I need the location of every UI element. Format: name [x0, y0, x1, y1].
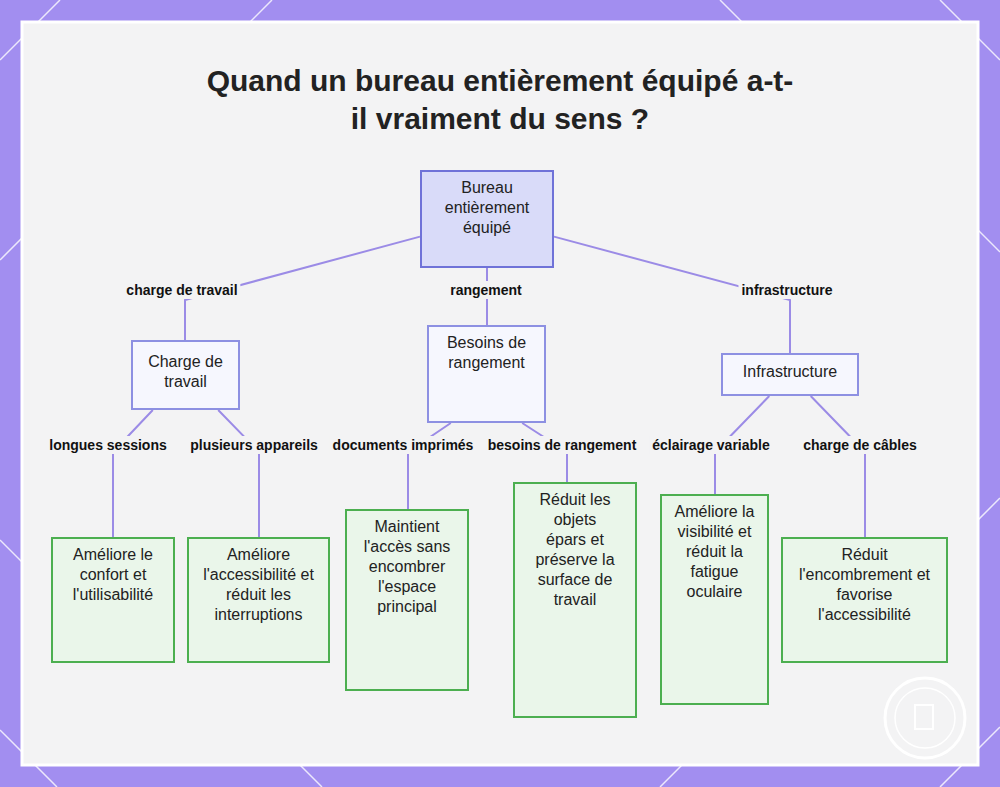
- diagram-title: Quand un bureau entièrement équipé a-t-i…: [200, 62, 800, 138]
- connector-line: [113, 410, 153, 537]
- node-text: Améliore le confort et l'utilisabilité: [59, 545, 167, 605]
- category-box: Infrastructure: [721, 353, 859, 396]
- benefit-box: Améliore la visibilité et réduit la fati…: [660, 494, 769, 705]
- edge-label: plusieurs appareils: [187, 436, 321, 454]
- edge-label: éclairage variable: [649, 436, 773, 454]
- node-text: Infrastructure: [743, 362, 837, 382]
- connector-line: [218, 410, 259, 537]
- node-text: Bureau entièrement équipé: [432, 178, 542, 238]
- connector-line: [811, 396, 865, 537]
- benefit-box: Améliore le confort et l'utilisabilité: [51, 537, 175, 663]
- edge-label: charge de travail: [123, 281, 240, 299]
- benefit-box: Réduit les objets épars et préserve la s…: [513, 482, 637, 718]
- edge-label: besoins de rangement: [485, 436, 640, 454]
- edge-label: infrastructure: [738, 281, 835, 299]
- edge-label: charge de câbles: [800, 436, 920, 454]
- node-text: Charge de travail: [141, 352, 230, 392]
- edge-label: rangement: [447, 281, 525, 299]
- node-text: Améliore la visibilité et réduit la fati…: [672, 502, 757, 602]
- benefit-box: Maintient l'accès sans encombrer l'espac…: [345, 509, 469, 691]
- category-box: Charge de travail: [131, 340, 240, 410]
- benefit-box: Améliore l'accessibilité et réduit les i…: [187, 537, 330, 663]
- edge-label: longues sessions: [46, 436, 169, 454]
- node-text: Améliore l'accessibilité et réduit les i…: [195, 545, 322, 625]
- node-text: Besoins de rangement: [445, 333, 528, 373]
- node-text: Maintient l'accès sans encombrer l'espac…: [359, 517, 455, 617]
- edge-label: documents imprimés: [330, 436, 477, 454]
- node-text: Réduit l'encombrement et favorise l'acce…: [791, 545, 938, 625]
- node-text: Réduit les objets épars et préserve la s…: [533, 490, 617, 610]
- category-box: Besoins de rangement: [427, 325, 546, 423]
- benefit-box: Réduit l'encombrement et favorise l'acce…: [781, 537, 948, 663]
- watermark-logo: [885, 678, 965, 758]
- root-box: Bureau entièrement équipé: [420, 170, 554, 268]
